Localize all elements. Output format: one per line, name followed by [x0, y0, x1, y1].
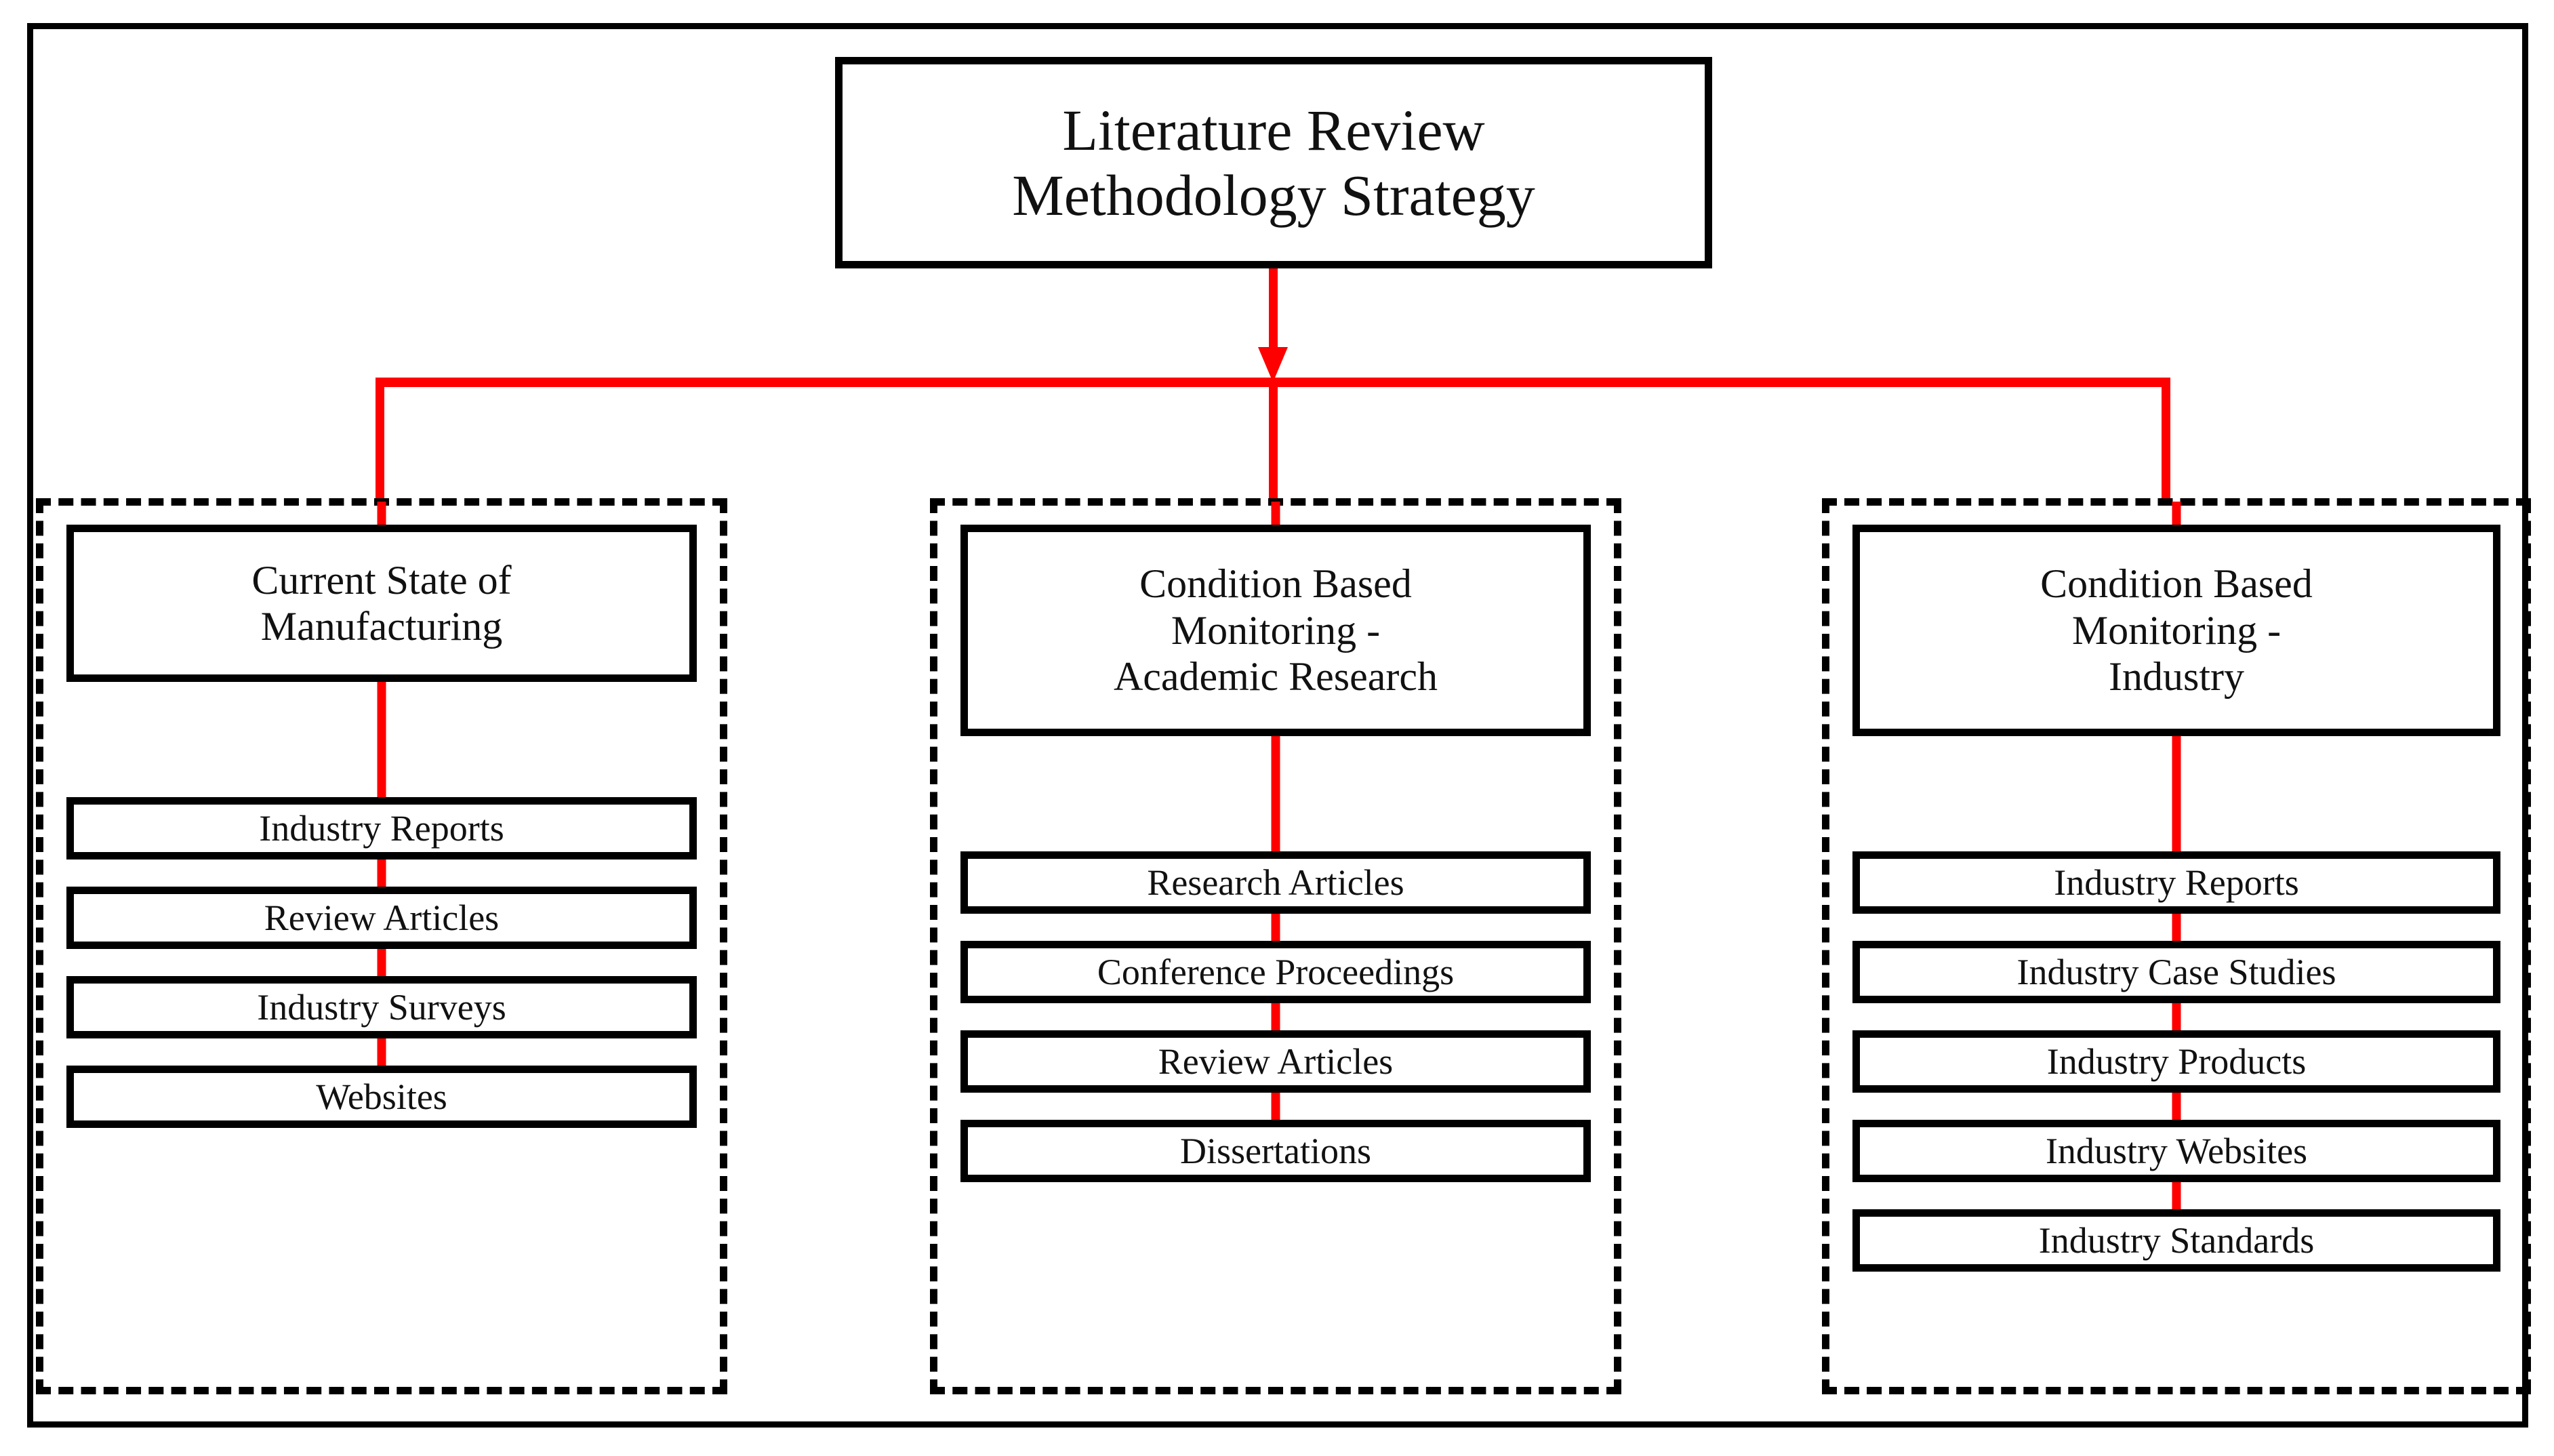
branch-header-3: Condition Based Monitoring - Industry	[1852, 525, 2500, 736]
connector-drop-branch-2	[1269, 378, 1278, 503]
branch-2-item-3: Review Articles	[960, 1030, 1591, 1093]
connector-gap-2-1	[960, 910, 1591, 945]
connector-gap-1-3	[66, 1034, 697, 1070]
branch-2-item-4: Dissertations	[960, 1120, 1591, 1182]
connector-stem	[2172, 1178, 2181, 1213]
branch-3-item-5: Industry Standards	[1852, 1209, 2500, 1272]
connector-gap-1-1	[66, 855, 697, 891]
connector-drop-branch-1	[376, 378, 384, 503]
connector-gap-2-0	[960, 732, 1591, 855]
connector-gap-3-0	[1852, 732, 2500, 855]
connector-stem	[2172, 999, 2181, 1034]
connector-gap-2-2	[960, 999, 1591, 1034]
connector-stem-into-header-3	[2172, 502, 2181, 529]
connector-stem	[377, 945, 386, 980]
branch-1-item-4: Websites	[66, 1066, 697, 1128]
connector-stem	[1271, 910, 1280, 945]
branch-group-2: Condition Based Monitoring - Academic Re…	[930, 498, 1621, 1394]
connector-gap-3-2	[1852, 999, 2500, 1034]
connector-gap-3-1	[1852, 910, 2500, 945]
connector-stem	[2172, 1089, 2181, 1124]
connector-stem	[377, 855, 386, 891]
connector-stem	[1271, 732, 1280, 855]
connector-arrowhead-icon	[1258, 347, 1288, 382]
branch-group-1: Current State of Manufacturing Industry …	[36, 498, 727, 1394]
connector-gap-1-0	[66, 678, 697, 801]
connector-drop-branch-3	[2162, 378, 2170, 503]
branch-group-3: Condition Based Monitoring - Industry In…	[1822, 498, 2531, 1394]
connector-stem-into-header-1	[377, 502, 386, 529]
branch-3-item-4: Industry Websites	[1852, 1120, 2500, 1182]
branch-1-item-1: Industry Reports	[66, 797, 697, 860]
branch-1-item-2: Review Articles	[66, 887, 697, 949]
connector-gap-3-3	[1852, 1089, 2500, 1124]
connector-gap-2-3	[960, 1089, 1591, 1124]
connector-stem-into-header-2	[1271, 502, 1280, 529]
connector-gap-3-4	[1852, 1178, 2500, 1213]
root-node-literature-review-methodology-strategy: Literature Review Methodology Strategy	[835, 57, 1712, 268]
branch-3-item-2: Industry Case Studies	[1852, 941, 2500, 1003]
connector-stem	[1271, 1089, 1280, 1124]
connector-stem	[2172, 910, 2181, 945]
connector-stem	[377, 678, 386, 801]
branch-1-item-3: Industry Surveys	[66, 976, 697, 1038]
connector-trunk-vertical	[1269, 268, 1278, 363]
branch-3-item-3: Industry Products	[1852, 1030, 2500, 1093]
branch-2-item-1: Research Articles	[960, 851, 1591, 914]
connector-stem	[377, 1034, 386, 1070]
connector-stem	[1271, 999, 1280, 1034]
branch-3-item-1: Industry Reports	[1852, 851, 2500, 914]
connector-gap-1-2	[66, 945, 697, 980]
branch-2-item-2: Conference Proceedings	[960, 941, 1591, 1003]
connector-stem	[2172, 732, 2181, 855]
branch-header-1: Current State of Manufacturing	[66, 525, 697, 682]
branch-header-2: Condition Based Monitoring - Academic Re…	[960, 525, 1591, 736]
